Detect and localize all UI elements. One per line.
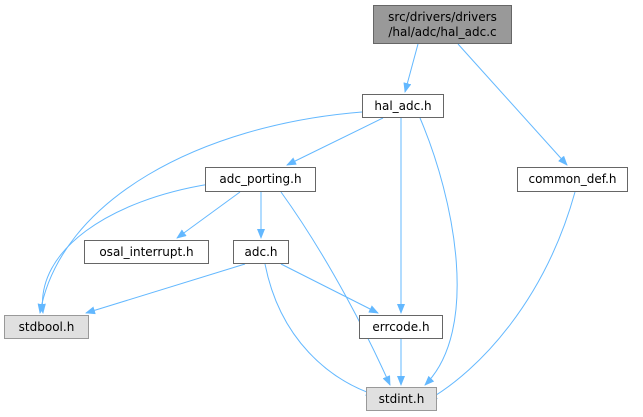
node-label: stdbool.h [18, 319, 75, 334]
node-stdbool-h: stdbool.h [4, 315, 89, 339]
edge-hal_adc-to-stdbool [37, 111, 363, 314]
node-label: stdint.h [378, 391, 425, 406]
node-label: osal_interrupt.h [99, 244, 194, 259]
node-adc-porting-h[interactable]: adc_porting.h [205, 167, 316, 192]
edge-root-to-hal_adc [403, 43, 419, 93]
node-common-def-h[interactable]: common_def.h [517, 167, 628, 192]
node-adc-h[interactable]: adc.h [233, 240, 289, 264]
edge-common_def-to-stdint [427, 191, 576, 401]
edge-adc_porting-to-stdbool [37, 183, 211, 314]
edge-adc-to-stdbool [85, 263, 246, 315]
node-errcode-h[interactable]: errcode.h [359, 315, 443, 339]
node-stdint-h: stdint.h [366, 387, 437, 411]
node-label: src/drivers/drivers /hal/adc/hal_adc.c [388, 9, 497, 39]
edge-adc-to-errcode [280, 263, 379, 314]
node-label: adc_porting.h [219, 172, 302, 186]
node-label: hal_adc.h [374, 98, 432, 113]
edge-hal_adc-to-adc_porting [286, 117, 384, 166]
edge-hal_adc-to-stdint [419, 117, 458, 386]
node-hal-adc-h[interactable]: hal_adc.h [362, 94, 444, 118]
node-osal-interrupt-h[interactable]: osal_interrupt.h [84, 240, 209, 264]
node-root-file[interactable]: src/drivers/drivers /hal/adc/hal_adc.c [373, 5, 512, 44]
edge-adc-to-stdint [264, 263, 376, 396]
node-label: adc.h [244, 244, 278, 259]
node-label: errcode.h [372, 319, 430, 334]
node-label: common_def.h [528, 172, 617, 186]
edge-root-to-common_def [457, 43, 568, 166]
edge-adc_porting-to-osal_interrupt [176, 191, 241, 239]
edge-adc_porting-to-stdint [280, 191, 391, 386]
